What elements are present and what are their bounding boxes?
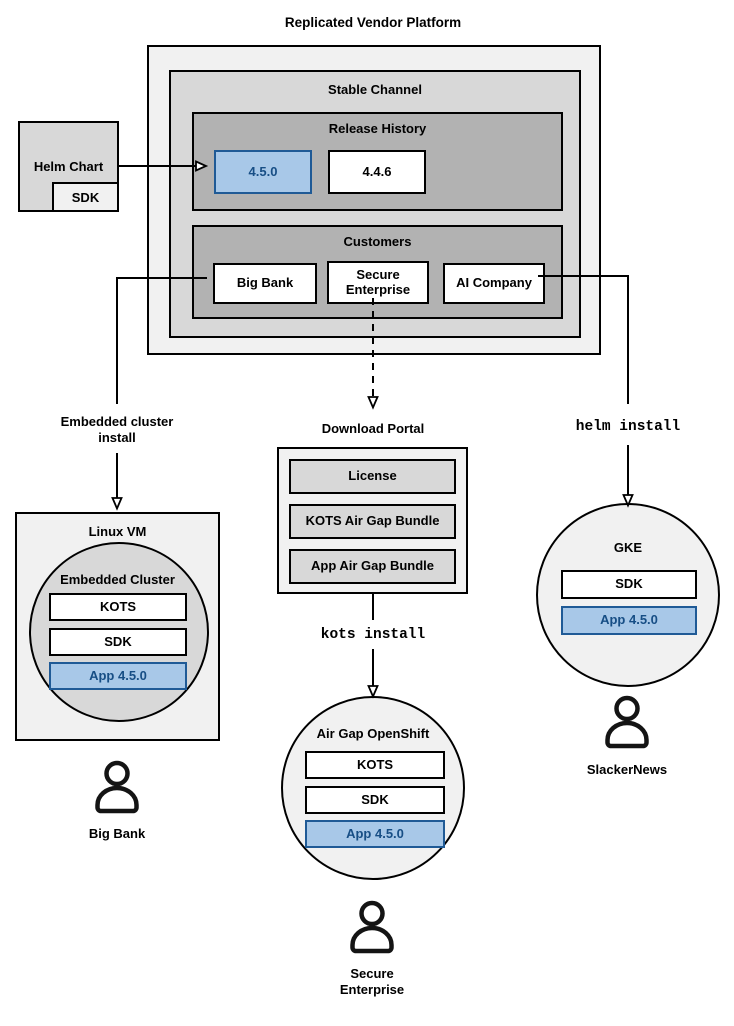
secure-enterprise-user-label: Secure Enterprise xyxy=(339,966,405,997)
helm-sdk-badge: SDK xyxy=(52,182,119,212)
customers-label: Customers xyxy=(343,234,412,249)
gke-circle: GKE SDK App 4.5.0 xyxy=(536,503,720,687)
kots-airgap-bundle-node: KOTS Air Gap Bundle xyxy=(289,504,456,539)
release-4-5-0-node: 4.5.0 xyxy=(214,150,312,194)
embedded-cluster-label: Embedded Cluster xyxy=(60,572,175,587)
air-gap-app-node: App 4.5.0 xyxy=(305,820,445,848)
air-gap-sdk-node: SDK xyxy=(305,786,445,814)
user-icon xyxy=(95,760,139,814)
download-portal-label: Download Portal xyxy=(321,421,425,436)
linux-vm-app-node: App 4.5.0 xyxy=(49,662,187,690)
release-history-box: Release History 4.5.0 4.4.6 xyxy=(192,112,563,211)
stable-channel-box: Stable Channel Release History 4.5.0 4.4… xyxy=(169,70,581,338)
kots-install-label: kots install xyxy=(320,627,426,643)
helm-chart-label: Helm Chart xyxy=(33,159,104,174)
helm-chart-node: Helm Chart SDK xyxy=(18,121,119,212)
user-icon xyxy=(605,695,649,749)
linux-vm-kots-node: KOTS xyxy=(49,593,187,621)
release-history-label: Release History xyxy=(328,121,427,136)
helm-install-label: helm install xyxy=(575,419,681,435)
vendor-platform-box: Stable Channel Release History 4.5.0 4.4… xyxy=(147,45,601,355)
linux-vm-label: Linux VM xyxy=(88,524,147,539)
air-gap-kots-node: KOTS xyxy=(305,751,445,779)
gke-label: GKE xyxy=(613,540,643,555)
user-icon xyxy=(350,900,394,954)
customer-ai-company-node: AI Company xyxy=(443,263,545,304)
download-portal-box: License KOTS Air Gap Bundle App Air Gap … xyxy=(277,447,468,594)
linux-vm-sdk-node: SDK xyxy=(49,628,187,656)
linux-vm-box: Linux VM Embedded Cluster KOTS SDK App 4… xyxy=(15,512,220,741)
license-node: License xyxy=(289,459,456,494)
stable-channel-label: Stable Channel xyxy=(328,82,422,97)
gke-app-node: App 4.5.0 xyxy=(561,606,697,635)
big-bank-user-label: Big Bank xyxy=(88,826,146,841)
secure-enterprise-arrowhead xyxy=(367,396,379,410)
embedded-cluster-install-label: Embedded cluster install xyxy=(60,414,174,445)
slackernews-user-label: SlackerNews xyxy=(586,762,668,777)
customers-box: Customers Big Bank Secure Enterprise AI … xyxy=(192,225,563,319)
kots-install-arrowhead xyxy=(367,685,379,699)
diagram-title: Replicated Vendor Platform xyxy=(284,15,462,30)
customer-secure-enterprise-node: Secure Enterprise xyxy=(327,261,429,304)
app-airgap-bundle-node: App Air Gap Bundle xyxy=(289,549,456,584)
customer-big-bank-node: Big Bank xyxy=(213,263,317,304)
air-gap-openshift-circle: Air Gap OpenShift KOTS SDK App 4.5.0 xyxy=(281,696,465,880)
big-bank-arrowhead xyxy=(111,497,123,511)
gke-sdk-node: SDK xyxy=(561,570,697,599)
air-gap-openshift-label: Air Gap OpenShift xyxy=(316,726,430,741)
release-4-4-6-node: 4.4.6 xyxy=(328,150,426,194)
